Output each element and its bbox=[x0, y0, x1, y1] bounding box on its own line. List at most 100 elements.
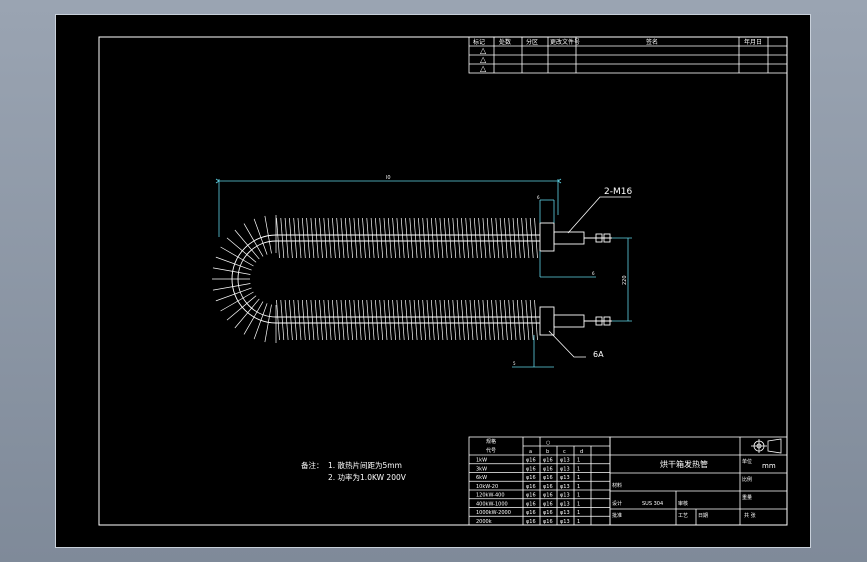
fin bbox=[413, 217, 418, 259]
fin bbox=[452, 299, 457, 341]
fin bbox=[461, 299, 465, 341]
fin bbox=[448, 299, 452, 341]
material-label: 材料 bbox=[612, 482, 622, 489]
rev-head-3: 分区 bbox=[526, 38, 538, 46]
spec-cell: 1 bbox=[577, 466, 580, 472]
length-dimension bbox=[215, 178, 562, 237]
fin bbox=[327, 217, 332, 259]
spec-cell: φ16 bbox=[543, 466, 553, 472]
spec-row-label: 2000k bbox=[476, 519, 492, 525]
fin bbox=[396, 299, 401, 341]
fin bbox=[409, 299, 414, 341]
fin bbox=[430, 217, 435, 259]
terminal-dimensions bbox=[512, 199, 632, 368]
fin bbox=[215, 256, 252, 271]
fin bbox=[392, 299, 396, 341]
spec-row-label: 1000kW-2000 bbox=[476, 510, 511, 516]
fin bbox=[443, 217, 448, 259]
fin bbox=[362, 299, 366, 341]
fin bbox=[319, 299, 323, 341]
fin bbox=[534, 217, 538, 259]
fin bbox=[435, 299, 439, 341]
fin bbox=[297, 299, 302, 341]
weight-label: 重量 bbox=[742, 494, 752, 501]
fin bbox=[430, 299, 435, 341]
fin bbox=[448, 217, 452, 259]
fin bbox=[456, 217, 461, 259]
fin bbox=[220, 291, 254, 312]
fin bbox=[301, 299, 306, 341]
check-label: 审核 bbox=[678, 500, 688, 507]
spec-cell: 1 bbox=[577, 458, 580, 464]
fin bbox=[357, 217, 362, 259]
fin bbox=[280, 299, 285, 341]
fin bbox=[332, 217, 336, 259]
spec-cell: φ16 bbox=[526, 501, 536, 507]
fin bbox=[512, 299, 517, 341]
fin bbox=[306, 217, 310, 259]
fin bbox=[469, 299, 474, 341]
fin bbox=[323, 299, 328, 341]
fin bbox=[400, 217, 405, 259]
fin bbox=[529, 217, 534, 259]
fin bbox=[508, 299, 513, 341]
fin bbox=[264, 215, 272, 254]
revision-table bbox=[468, 36, 788, 74]
spec-col-c: c bbox=[563, 449, 566, 455]
fin bbox=[336, 217, 341, 259]
dim-left-small: 6 bbox=[537, 195, 540, 200]
revision-header: 标记 处数 分区 更改文件号 签名 年月日 △ △ △ bbox=[473, 38, 762, 73]
fin bbox=[516, 217, 521, 259]
approve-label: 批准 bbox=[612, 512, 622, 519]
process-label: 工艺 bbox=[678, 513, 688, 519]
fin bbox=[435, 217, 439, 259]
fin bbox=[212, 267, 251, 275]
dim-bottom-small: 5 bbox=[513, 361, 516, 366]
fin bbox=[375, 217, 379, 259]
rev-head-4: 更改文件号 bbox=[550, 38, 580, 46]
spec-row-label: 3kW bbox=[476, 466, 487, 472]
fin bbox=[478, 299, 482, 341]
fin bbox=[422, 217, 427, 259]
spec-cell: φ16 bbox=[526, 510, 536, 516]
fin bbox=[469, 217, 474, 259]
fin bbox=[508, 217, 513, 259]
fin bbox=[366, 299, 371, 341]
spec-cell: φ16 bbox=[543, 458, 553, 464]
thread-callout: 2-M16 bbox=[604, 187, 632, 197]
fin bbox=[284, 217, 289, 259]
fin bbox=[284, 299, 289, 341]
spec-cell: 1 bbox=[577, 493, 580, 499]
spec-cell: 1 bbox=[577, 519, 580, 525]
fin bbox=[276, 299, 280, 341]
spec-col-d: d bbox=[580, 449, 583, 455]
spec-header-sub: 代号 bbox=[486, 447, 496, 454]
spec-cell: φ13 bbox=[560, 493, 570, 499]
fin bbox=[314, 299, 319, 341]
fin bbox=[392, 217, 396, 259]
spec-cell: φ13 bbox=[560, 519, 570, 525]
fin bbox=[353, 217, 358, 259]
date-label: 日期 bbox=[698, 513, 708, 519]
fin bbox=[534, 299, 538, 341]
notes-line-2: 2. 功率为1.0KW 200V bbox=[328, 472, 407, 482]
fin bbox=[486, 217, 491, 259]
fin bbox=[336, 299, 341, 341]
fin bbox=[344, 217, 349, 259]
fin bbox=[276, 217, 280, 259]
fin bbox=[473, 299, 478, 341]
fin bbox=[215, 287, 252, 302]
spec-cell: φ13 bbox=[560, 458, 570, 464]
fin bbox=[327, 299, 332, 341]
spec-cell: φ13 bbox=[560, 510, 570, 516]
spec-cell: φ16 bbox=[543, 475, 553, 481]
fin bbox=[306, 299, 310, 341]
fin bbox=[370, 299, 375, 341]
notes-prefix: 备注： bbox=[301, 460, 324, 470]
fin bbox=[253, 303, 268, 340]
fin bbox=[426, 217, 431, 259]
spec-header-top: 规格 bbox=[486, 438, 496, 445]
fin bbox=[452, 217, 457, 259]
inner-frame bbox=[98, 36, 788, 526]
